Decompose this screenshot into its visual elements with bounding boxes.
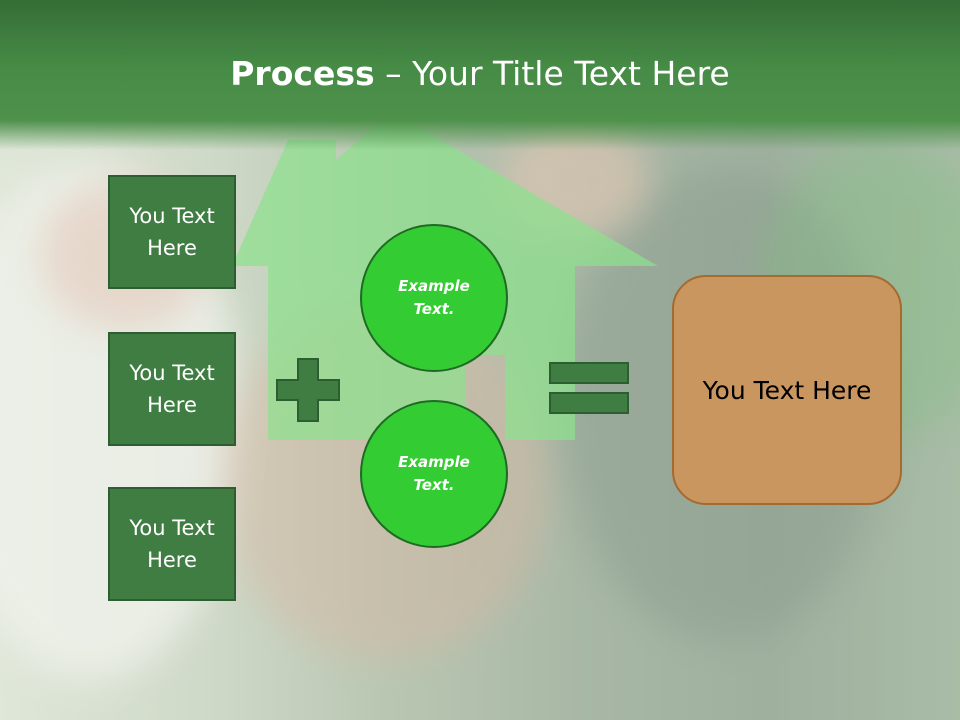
example-circle-2-line2: Text. (413, 476, 455, 494)
example-circle-2-line1: Example (398, 453, 470, 471)
example-circle-1-line2: Text. (413, 300, 455, 318)
text-box-3-line2: Here (147, 548, 197, 572)
result-box[interactable]: You Text Here (672, 275, 902, 505)
text-box-1-line2: Here (147, 236, 197, 260)
text-box-3-line1: You Text (129, 516, 215, 540)
slide-title[interactable]: Process – Your Title Text Here (0, 54, 960, 93)
text-box-2-line2: Here (147, 393, 197, 417)
title-rest: – Your Title Text Here (374, 54, 730, 93)
text-box-2-line1: You Text (129, 361, 215, 385)
text-box-1-line1: You Text (129, 204, 215, 228)
example-circle-1-line1: Example (398, 277, 470, 295)
title-bold: Process (230, 54, 375, 93)
result-text: You Text Here (702, 375, 872, 405)
equals-icon (549, 362, 629, 414)
title-bar (0, 0, 960, 150)
plus-icon (276, 358, 340, 422)
